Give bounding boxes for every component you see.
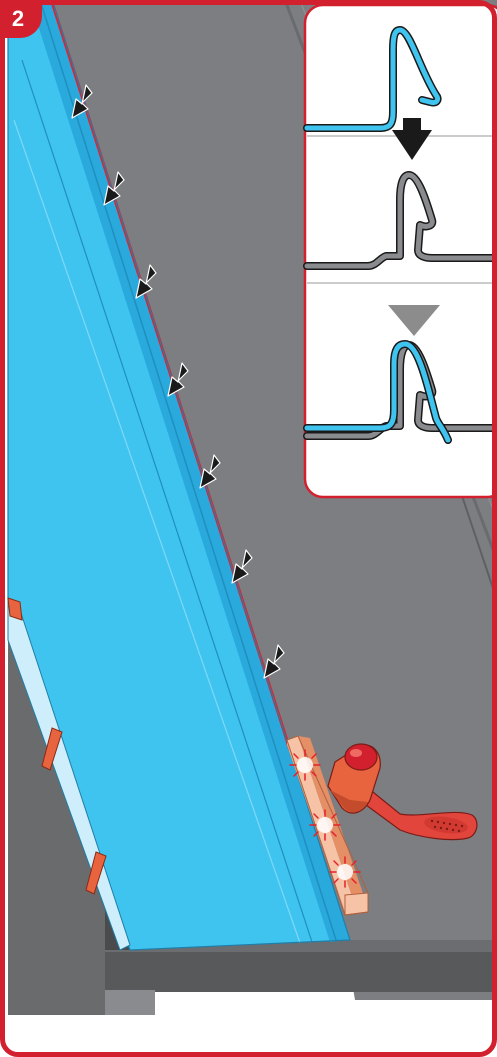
impact-burst-icon [310,810,340,840]
impact-burst-icon [290,750,320,780]
step-number: 2 [12,6,24,32]
seam-detail-inset [305,5,497,497]
mallet-face-shine [350,749,362,757]
impact-burst-icon [330,857,360,887]
mallet-face [345,744,377,770]
eave-support [105,990,155,1015]
wood-block-end [345,893,368,915]
